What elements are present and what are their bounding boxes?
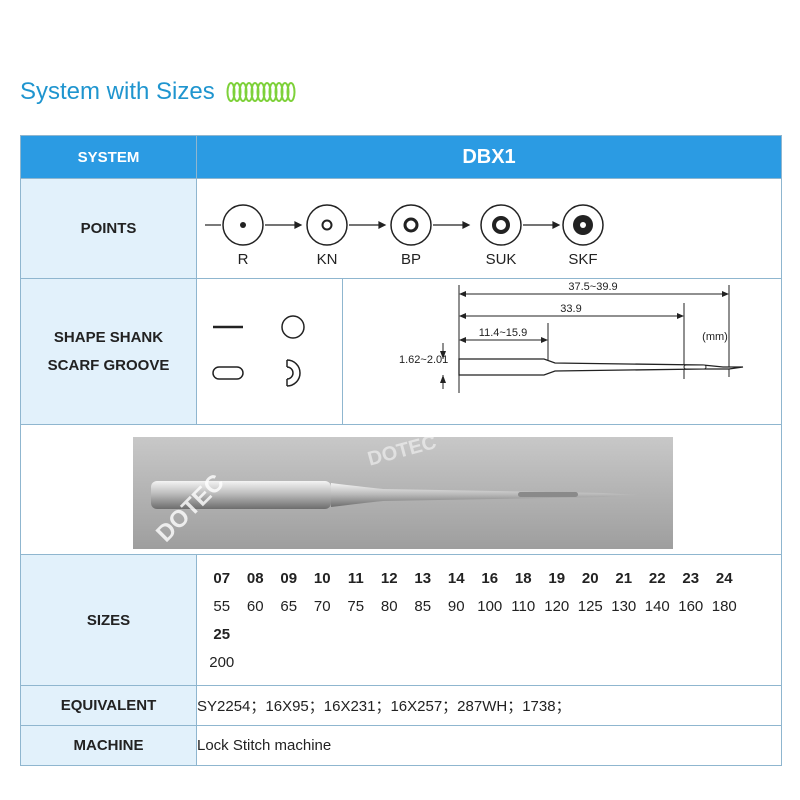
size-metric: 180 (711, 598, 737, 615)
size-number: 14 (447, 570, 465, 587)
equivalent-value: SY2254；16X95；16X231；16X257；287WH；1738； (196, 685, 782, 726)
photo-row: DOTEC DOTEC (20, 424, 782, 555)
size-metric: 100 (477, 598, 503, 615)
size-metric: 120 (544, 598, 570, 615)
dim-shank-length: 11.4~15.9 (479, 327, 527, 339)
size-metric: 75 (347, 598, 365, 615)
size-number: 20 (581, 570, 599, 587)
spec-table: SYSTEM DBX1 POINTS (20, 135, 782, 766)
heading-text: System with Sizes (20, 78, 215, 105)
size-number: 21 (615, 570, 633, 587)
size-number: 07 (213, 570, 231, 587)
size-number: 08 (246, 570, 264, 587)
point-r-icon (222, 204, 264, 246)
shape-row: SHAPE SHANK SCARF GROOVE (20, 278, 782, 425)
size-number: 25 (213, 626, 231, 643)
size-number: 13 (414, 570, 432, 587)
machine-value: Lock Stitch machine (196, 725, 782, 766)
sizes-grid: 07 08 09 10 11 12 13 14 16 18 19 20 21 22 23 24 55 60 65 70… (197, 555, 781, 685)
size-metric: 160 (678, 598, 704, 615)
points-svg: R KN BP SUK SKF (205, 204, 604, 268)
size-metric: 55 (213, 598, 231, 615)
machine-label: MACHINE (20, 725, 197, 766)
size-metric: 125 (577, 598, 603, 615)
size-number: 09 (280, 570, 298, 587)
dim-mid-length: 33.9 (560, 303, 581, 315)
size-number: 16 (481, 570, 499, 587)
size-metric: 130 (611, 598, 637, 615)
size-number: 22 (648, 570, 666, 587)
shape-label-line-1: SHAPE SHANK (53, 328, 164, 346)
system-label: SYSTEM (20, 135, 197, 179)
sizes-cell: 07 08 09 10 11 12 13 14 16 18 19 20 21 22 23 24 55 60 65 70… (196, 554, 782, 686)
shape-label: SHAPE SHANK SCARF GROOVE (20, 278, 197, 425)
system-value: DBX1 (196, 135, 782, 179)
point-label: SUK (486, 251, 517, 268)
size-number: 10 (313, 570, 331, 587)
size-number: 11 (347, 570, 364, 587)
size-number: 19 (548, 570, 566, 587)
needle-dimension-drawing: 37.5~39.9 33.9 11.4~15.9 1.62~2.01 (mm) (342, 278, 782, 425)
system-row: SYSTEM DBX1 (20, 135, 782, 179)
photo-cell: DOTEC DOTEC (20, 424, 782, 555)
size-metric: 70 (313, 598, 331, 615)
points-label: POINTS (20, 178, 197, 279)
size-number: 23 (682, 570, 700, 587)
size-metric: 60 (246, 598, 264, 615)
sizes-label: SIZES (20, 554, 197, 686)
points-diagram: R KN BP SUK SKF (196, 178, 782, 279)
machine-row: MACHINE Lock Stitch machine (20, 725, 782, 766)
point-bp-icon (390, 204, 432, 246)
groove-icon (286, 359, 301, 387)
round-shank-icon (281, 315, 305, 339)
size-number: 18 (514, 570, 532, 587)
points-row: POINTS (20, 178, 782, 279)
size-metric: 110 (511, 598, 536, 615)
dim-unit: (mm) (702, 331, 728, 343)
point-label: SKF (568, 251, 597, 268)
size-metric: 200 (209, 654, 235, 671)
size-number: 24 (715, 570, 733, 587)
size-metric: 65 (280, 598, 298, 615)
dim-shank-diameter: 1.62~2.01 (399, 354, 448, 366)
size-metric: 90 (447, 598, 465, 615)
spring-icon (226, 82, 296, 102)
size-metric: 80 (380, 598, 398, 615)
point-skf-icon (562, 204, 604, 246)
equivalent-row: EQUIVALENT SY2254；16X95；16X231；16X257；28… (20, 685, 782, 726)
point-kn-icon (306, 204, 348, 246)
size-metric: 140 (644, 598, 670, 615)
section-heading: System with Sizes (20, 78, 297, 106)
shank-shapes (196, 278, 343, 425)
shank-shapes-svg (212, 315, 305, 387)
dim-total-length: 37.5~39.9 (568, 281, 617, 293)
size-number: 12 (380, 570, 398, 587)
point-suk-icon (480, 204, 522, 246)
needle-image (151, 480, 638, 509)
size-metric: 85 (414, 598, 432, 615)
needle-photo: DOTEC DOTEC (133, 436, 673, 549)
point-label: BP (401, 251, 421, 268)
scarf-icon (212, 366, 244, 380)
point-label: R (238, 251, 249, 268)
point-label: KN (317, 251, 338, 268)
needle-outline (458, 358, 744, 376)
shape-label-line-2: SCARF GROOVE (47, 356, 170, 374)
equivalent-label: EQUIVALENT (20, 685, 197, 726)
sizes-row: SIZES 07 08 09 10 11 12 13 14 16 18 19 20 21 22 23 24 55… (20, 554, 782, 686)
needle-drawing-svg: 37.5~39.9 33.9 11.4~15.9 1.62~2.01 (mm) (399, 281, 744, 393)
